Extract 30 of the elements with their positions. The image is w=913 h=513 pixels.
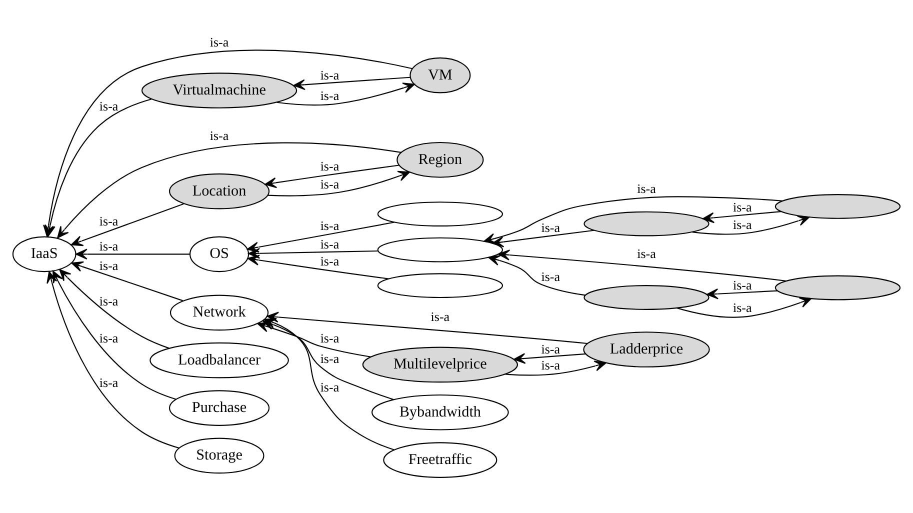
edge-label: is-a <box>99 98 118 114</box>
edge-label: is-a <box>541 220 560 235</box>
edge-label: is-a <box>732 276 752 292</box>
edge-label: is-a <box>99 213 118 228</box>
edge-label: is-a <box>541 268 560 284</box>
edge-label: is-a <box>732 216 752 232</box>
edge-label: is-a <box>320 217 340 232</box>
edge-label: is-a <box>99 257 118 272</box>
edge-label: is-a <box>99 238 118 253</box>
edge-label: is-a <box>210 34 229 50</box>
edge-label: is-a <box>320 236 340 251</box>
edge-label: is-a <box>320 378 340 394</box>
edge-label: is-a <box>320 158 340 173</box>
edge-label: is-a <box>320 66 340 82</box>
edge-label: is-a <box>99 330 118 346</box>
edge-label: is-a <box>320 330 340 346</box>
edge-label: is-a <box>430 308 450 324</box>
edge-label: is-a <box>210 127 229 142</box>
edge-label: is-a <box>99 374 118 390</box>
edge-label: is-a <box>541 340 560 356</box>
edge-label: is-a <box>637 246 656 261</box>
edge-label: is-a <box>320 176 340 192</box>
edge-label: is-a <box>99 293 118 308</box>
edge-label: is-a <box>732 198 752 214</box>
edge-label: is-a <box>732 300 752 315</box>
edge-label: is-a <box>320 253 340 268</box>
edge-label: is-a <box>541 357 560 372</box>
edge-label: is-a <box>320 87 340 102</box>
edge-label: is-a <box>320 350 340 366</box>
edge-label: is-a <box>637 180 656 196</box>
